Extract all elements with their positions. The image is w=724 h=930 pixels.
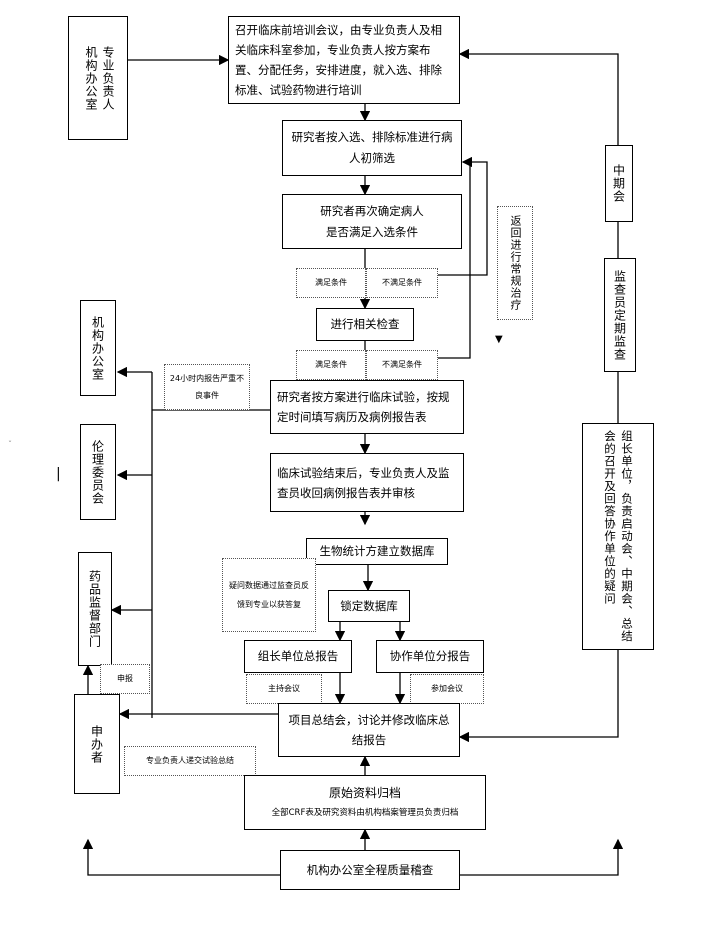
host-meeting-note: 主持会议: [246, 674, 322, 704]
meets-condition-2: 满足条件: [296, 350, 366, 380]
trial-end-box: 临床试验结束后，专业负责人及监查员收回病例报告表并审核: [270, 453, 464, 512]
related-exam-box: 进行相关检查: [316, 308, 414, 341]
lead-label: 专业负责人: [101, 45, 115, 111]
attend-meeting-note: 参加会议: [410, 674, 484, 704]
not-meets-condition-2: 不满足条件: [366, 350, 438, 380]
lock-database-box: 锁定数据库: [328, 590, 410, 622]
down-triangle-icon: ▼: [495, 334, 503, 345]
office-and-lead-box: 机构办公室 专业负责人: [68, 16, 128, 140]
ethics-committee-box: 伦理委员会: [80, 424, 116, 520]
qa-check-box: 机构办公室全程质量稽查: [280, 850, 460, 890]
midterm-box: 中期会: [605, 145, 633, 222]
side-marker-icon: |: [56, 466, 61, 482]
not-meets-condition-1: 不满足条件: [366, 268, 438, 298]
sae-report-note: 24小时内报告严重不良事件: [164, 364, 250, 410]
drug-supervision-box: 药品监督部门: [78, 552, 112, 666]
meets-condition-1: 满足条件: [296, 268, 366, 298]
training-meeting-box: 召开临床前培训会议，由专业负责人及相关临床科室参加，专业负责人按方案布置、分配任…: [228, 16, 460, 104]
lead-submit-note: 专业负责人递交试验总结: [124, 746, 256, 776]
submit-report-note: 申报: [100, 664, 150, 694]
initial-screening-box: 研究者按入选、排除标准进行病人初筛选: [282, 120, 462, 176]
left-marker-icon: ˇ: [8, 440, 12, 449]
leader-report-box: 组长单位总报告: [244, 640, 352, 673]
conduct-trial-box: 研究者按方案进行临床试验，按规定时间填写病历及病例报告表: [270, 380, 464, 434]
return-routine-note: 返回进行常规治疗: [497, 206, 533, 320]
build-database-box: 生物统计方建立数据库: [306, 538, 448, 565]
leader-unit-box: 组长单位，负责启动会、中期会、总结会的召开及回答协作单位的疑问: [582, 423, 654, 650]
office-label: 机构办公室: [84, 45, 98, 111]
archive-box: 原始资料归档 全部CRF表及研究资料由机构档案管理员负责归档: [244, 775, 486, 830]
applicant-box: 申办者: [74, 694, 120, 794]
monitor-box: 监查员定期监查: [604, 258, 636, 372]
query-feedback-note: 疑问数据通过监查员反馈到专业以获答复: [222, 558, 316, 632]
reconfirm-box: 研究者再次确定病人 是否满足入选条件: [282, 194, 462, 249]
collab-report-box: 协作单位分报告: [376, 640, 484, 673]
office-box: 机构办公室: [80, 300, 116, 396]
summary-meeting-box: 项目总结会，讨论并修改临床总结报告: [278, 703, 460, 757]
